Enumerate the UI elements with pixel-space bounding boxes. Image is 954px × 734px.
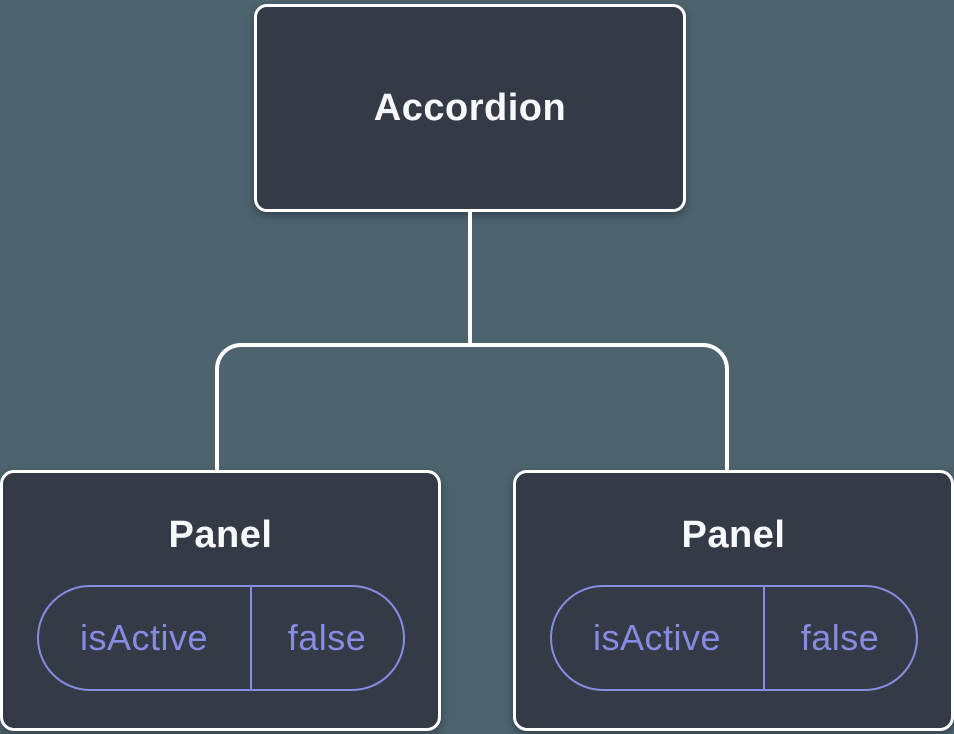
panel-right-state-value: false: [800, 617, 880, 658]
panel-left-state-value: false: [287, 617, 367, 658]
panel-right-state-pill: isActive false: [549, 585, 918, 691]
panel-right-label: Panel: [681, 514, 786, 556]
accordion-node: Accordion: [254, 4, 686, 212]
accordion-node-label: Accordion: [373, 87, 567, 129]
panel-node-right: Panel isActive false: [513, 470, 954, 731]
panel-left-state-pill: isActive false: [36, 585, 405, 691]
panel-left-state-key: isActive: [39, 587, 252, 689]
panel-node-left: Panel isActive false: [0, 470, 441, 731]
children-connector-bracket: [215, 343, 729, 471]
panel-left-label: Panel: [168, 514, 273, 556]
parent-connector-line: [468, 212, 472, 347]
panel-right-state-key: isActive: [552, 587, 765, 689]
